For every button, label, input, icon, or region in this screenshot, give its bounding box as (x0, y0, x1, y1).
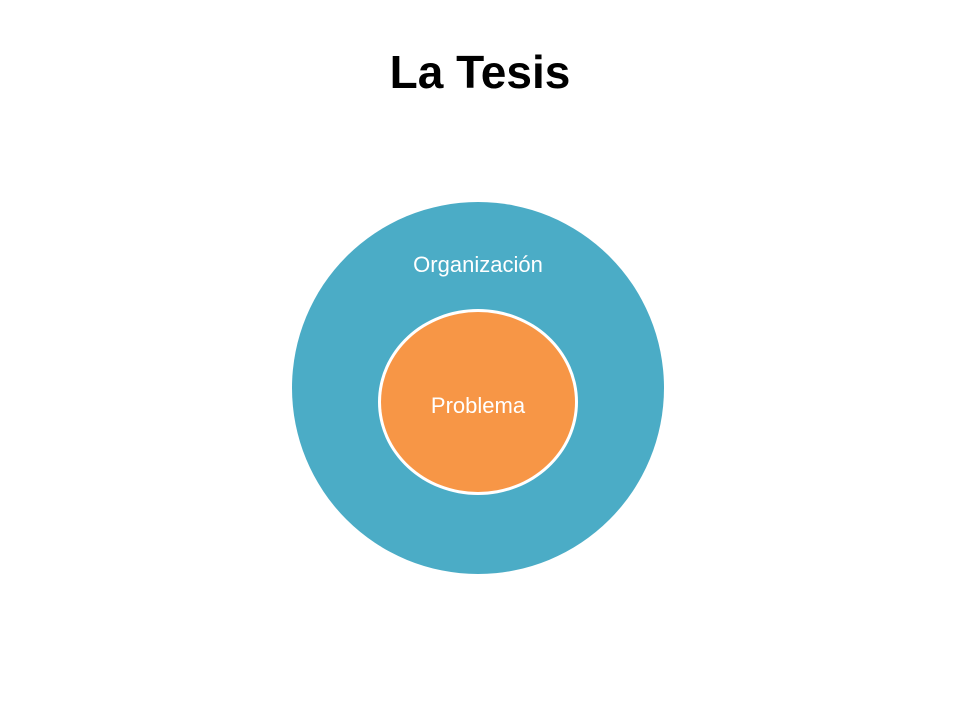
inner-circle-problem (378, 309, 578, 495)
slide-title: La Tesis (389, 46, 571, 98)
outer-circle-label: Organización (413, 252, 543, 277)
inner-circle-label: Problema (430, 393, 526, 418)
